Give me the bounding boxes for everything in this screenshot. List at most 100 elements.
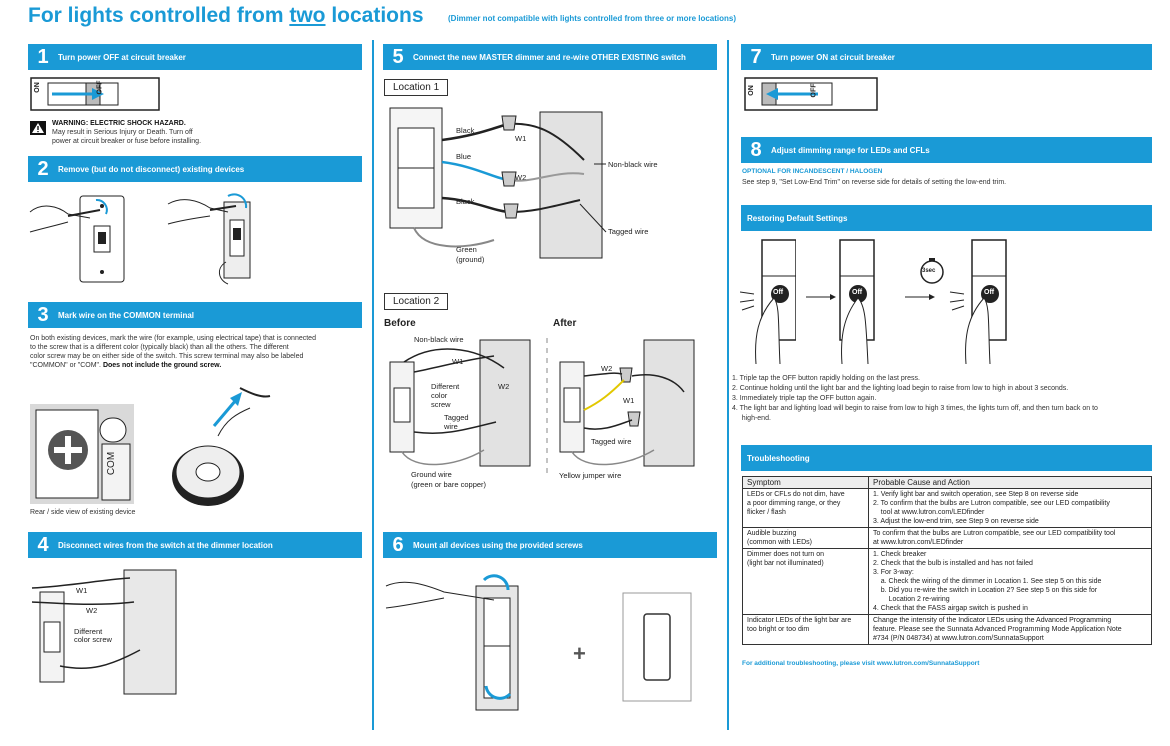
- warning-line-1: May result in Serious Injury or Death. T…: [52, 129, 193, 136]
- step-4-w1-label: W1: [76, 586, 88, 595]
- table-row: Indicator LEDs of the light bar are too …: [742, 614, 1152, 645]
- off-button-3: Off: [984, 289, 995, 296]
- loc2-ground-label: Ground wire: [411, 470, 452, 479]
- warning-line-2: power at circuit breaker or fuse before …: [52, 138, 202, 145]
- off-button-1: Off: [773, 289, 784, 296]
- column-divider-2: [727, 40, 729, 730]
- step-3-line-1: On both existing devices, mark the wire …: [30, 335, 316, 342]
- symptom-cell: LEDs or CFLs do not dim, have a poor dim…: [742, 488, 869, 528]
- loc2-w1-label: W1: [452, 357, 464, 366]
- loc2-screw-label: screw: [431, 400, 451, 409]
- restore-dimmer-3: [949, 239, 1007, 365]
- breaker-on-label-2: ON: [747, 85, 755, 96]
- restore-dimmer-2: [839, 239, 875, 365]
- loc2-w2-label: W2: [498, 382, 510, 391]
- table-row: Audible buzzing (common with LEDs) To co…: [742, 527, 1152, 549]
- symptom-cell: Indicator LEDs of the light bar are too …: [742, 614, 869, 645]
- loc2-nonblack-label: Non-black wire: [414, 335, 464, 344]
- step-3-line-3: color screw may be on either side of the…: [30, 353, 304, 360]
- loc2-different-label: Different: [431, 382, 460, 391]
- restore-dimmer-1: [740, 239, 796, 365]
- restore-step-3: 3. Immediately triple tap the OFF button…: [732, 395, 877, 402]
- mount-device-illustration: [385, 574, 519, 711]
- disconnect-wires-illustration: [31, 569, 177, 695]
- troubleshooting-header: Troubleshooting: [741, 445, 1152, 471]
- breaker-off-label-2: OFF: [810, 83, 818, 98]
- before-label: Before: [384, 318, 416, 329]
- arrow-right-icon-2: [905, 294, 935, 300]
- step-8-optional: OPTIONAL FOR INCANDESCENT / HALOGEN: [742, 168, 883, 175]
- breaker-on-label: ON: [33, 82, 41, 93]
- loc2-color-label: color: [431, 391, 448, 400]
- page-title: For lights controlled from two locations: [28, 4, 424, 27]
- loc1-black2-label: Black: [456, 197, 475, 206]
- breaker-on-illustration: [744, 77, 878, 111]
- troubleshooting-table: Symptom Probable Cause and Action LEDs o…: [742, 476, 1152, 645]
- action-cell: 1. Verify light bar and switch operation…: [868, 488, 1152, 528]
- step-3-caption: Rear / side view of existing device: [30, 509, 136, 516]
- com-label: COM: [106, 451, 118, 476]
- restore-step-1: 1. Triple tap the OFF button rapidly hol…: [732, 375, 920, 382]
- table-header-row: Symptom Probable Cause and Action: [742, 476, 1152, 489]
- breaker-off-label: OFF: [96, 80, 104, 95]
- loc1-w2-label: W2: [515, 173, 527, 182]
- restore-header: Restoring Default Settings: [741, 205, 1152, 231]
- action-cell: 1. Check breaker 2. Check that the bulb …: [868, 548, 1152, 615]
- restore-step-4: 4. The light bar and lighting load will …: [732, 405, 1098, 412]
- loc1-black1-label: Black: [456, 126, 475, 135]
- com-terminal-illustration: [30, 404, 134, 504]
- loc2-tagged-label: Tagged: [444, 413, 469, 422]
- warning-icon: [30, 121, 46, 135]
- after-label: After: [553, 318, 577, 329]
- off-button-2: Off: [852, 289, 863, 296]
- step-4-w2-label: W2: [86, 606, 98, 615]
- loc1-tagged-label: Tagged wire: [608, 227, 649, 236]
- step-8-text: See step 9, "Set Low-End Trim" on revers…: [742, 179, 1007, 186]
- location-1-label: Location 1: [384, 79, 449, 96]
- timer-label: 3sec: [922, 268, 936, 274]
- symptom-cell: Audible buzzing (common with LEDs): [742, 527, 869, 549]
- action-cell: Change the intensity of the Indicator LE…: [868, 614, 1152, 645]
- timer-icon: [920, 258, 944, 284]
- symptom-header: Symptom: [742, 476, 869, 489]
- loc2-yellow-jumper-label: Yellow jumper wire: [559, 471, 622, 480]
- loc2-after-w1-label: W1: [623, 396, 635, 405]
- loc1-blue-label: Blue: [456, 152, 472, 161]
- loc2-after-w2-label: W2: [601, 364, 613, 373]
- loc1-ground-label: (ground): [456, 255, 485, 264]
- location-1-wiring-diagram: [389, 107, 607, 259]
- wallplate-illustration: [622, 592, 692, 702]
- loc1-nonblack-label: Non-black wire: [608, 160, 658, 169]
- warning-title: WARNING: ELECTRIC SHOCK HAZARD.: [52, 120, 186, 127]
- arrow-right-icon: [806, 294, 836, 300]
- plus-icon: +: [573, 641, 586, 666]
- remove-wallplate-illustration: [29, 195, 125, 283]
- restore-step-2: 2. Continue holding until the light bar …: [732, 385, 1069, 392]
- action-header: Probable Cause and Action: [868, 476, 1152, 489]
- step-3-line-4: "COMMON" or "COM". Does not include the …: [30, 362, 222, 369]
- step-4-color-screw-label: color screw: [74, 635, 112, 644]
- remove-device-illustration: [167, 193, 251, 285]
- compatibility-note: (Dimmer not compatible with lights contr…: [448, 14, 737, 23]
- loc2-after-tagged-label: Tagged wire: [591, 437, 632, 446]
- location-2-wiring-diagram: [389, 338, 695, 474]
- symptom-cell: Dimmer does not turn on (light bar not i…: [742, 548, 869, 615]
- table-row: LEDs or CFLs do not dim, have a poor dim…: [742, 488, 1152, 528]
- step-3-line-2: to the screw that is a different color (…: [30, 344, 289, 351]
- loc2-tagged-wire-label: wire: [444, 422, 458, 431]
- table-row: Dimmer does not turn on (light bar not i…: [742, 548, 1152, 615]
- column-divider-1: [372, 40, 374, 730]
- loc1-green-label: Green: [456, 245, 477, 254]
- troubleshooting-footer: For additional troubleshooting, please v…: [742, 660, 980, 667]
- loc1-w1-label: W1: [515, 134, 527, 143]
- loc2-ground-desc-label: (green or bare copper): [411, 480, 487, 489]
